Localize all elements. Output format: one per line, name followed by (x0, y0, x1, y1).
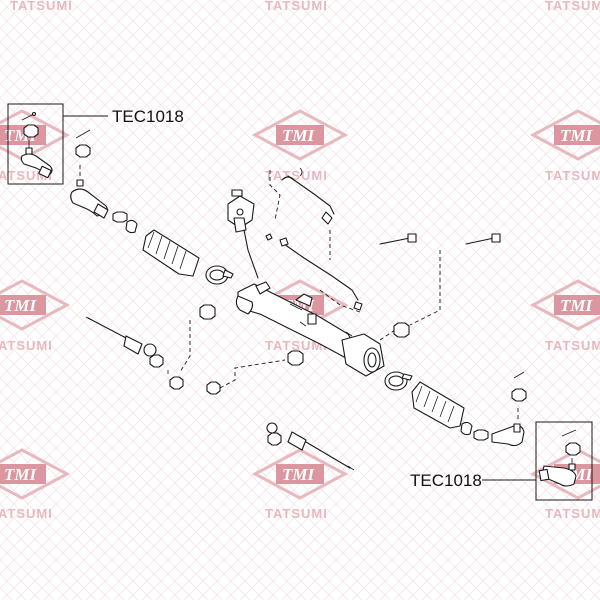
tie-rod-end-left (70, 129, 109, 219)
svg-text:TATSUMI: TATSUMI (10, 0, 73, 13)
cotter-pin-icon (21, 113, 35, 121)
svg-text:TATSUMI: TATSUMI (0, 506, 53, 521)
cotter-pin-icon (561, 429, 577, 437)
tie-rod-end-icon (20, 140, 53, 179)
mount-bolts (379, 233, 501, 245)
assembly-lines (179, 170, 441, 389)
castle-nut-icon (511, 388, 527, 402)
svg-text:TATSUMI: TATSUMI (545, 506, 600, 521)
svg-text:TMI: TMI (282, 126, 316, 145)
bushing-icon (199, 304, 216, 320)
tie-rod-end-icon (538, 458, 577, 487)
tmi-logo: TMI (0, 448, 71, 500)
tmi-logo: TMI (251, 109, 349, 161)
callout-box (7, 103, 64, 185)
bushing-right (287, 322, 410, 366)
callout-bottom-right: TEC1018 (410, 421, 593, 501)
tmi-logo: TMI (529, 279, 600, 331)
castle-nut-icon (23, 124, 39, 138)
svg-text:TMI: TMI (560, 296, 594, 315)
svg-text:TATSUMI: TATSUMI (545, 168, 600, 183)
pinion-housing (227, 189, 259, 279)
small-parts-left (149, 304, 221, 395)
inner-tie-rod-left (85, 316, 157, 357)
tmi-logo: TMI (0, 279, 71, 331)
tie-rod-end-right (491, 371, 527, 447)
svg-text:TATSUMI: TATSUMI (265, 168, 328, 183)
lock-nut-left (112, 211, 138, 234)
svg-text:TMI: TMI (282, 465, 316, 484)
svg-text:TATSUMI: TATSUMI (545, 0, 600, 13)
castle-nut-icon (75, 144, 91, 158)
nut-icon (169, 376, 184, 390)
callout-top-left: TEC1018 (7, 103, 184, 185)
tmi-logo: TMI (251, 448, 349, 500)
lock-nut-right (460, 421, 489, 441)
svg-text:TATSUMI: TATSUMI (265, 506, 328, 521)
svg-text:TATSUMI: TATSUMI (0, 338, 53, 353)
svg-text:TATSUMI: TATSUMI (545, 338, 600, 353)
boot-clamp-left (205, 265, 234, 285)
cotter-pin-icon (513, 371, 525, 379)
castle-nut-icon (565, 442, 581, 456)
svg-text:TATSUMI: TATSUMI (265, 0, 328, 13)
cotter-pin-icon (75, 129, 91, 139)
nut-icon (206, 381, 221, 395)
tmi-logo: TMI (529, 109, 600, 161)
boot-clamp-right (384, 371, 413, 391)
callout-box (535, 421, 593, 501)
nut-icon (149, 354, 164, 368)
hydraulic-line (265, 167, 363, 311)
rack-boot-left (142, 229, 200, 277)
inner-tie-rod-right (266, 422, 355, 471)
part-number-label: TEC1018 (112, 107, 184, 126)
svg-text:TMI: TMI (560, 126, 594, 145)
part-number-label: TEC1018 (410, 471, 482, 490)
svg-text:TATSUMI: TATSUMI (0, 168, 53, 183)
svg-text:TATSUMI: TATSUMI (265, 338, 328, 353)
svg-text:TMI: TMI (4, 465, 38, 484)
watermark-tatsumi-text: TATSUMI TATSUMI TATSUMI TATSUMI TATSUMI … (0, 0, 600, 521)
rack-housing (235, 281, 385, 377)
rack-boot-right (411, 381, 465, 429)
svg-text:TMI: TMI (4, 296, 38, 315)
